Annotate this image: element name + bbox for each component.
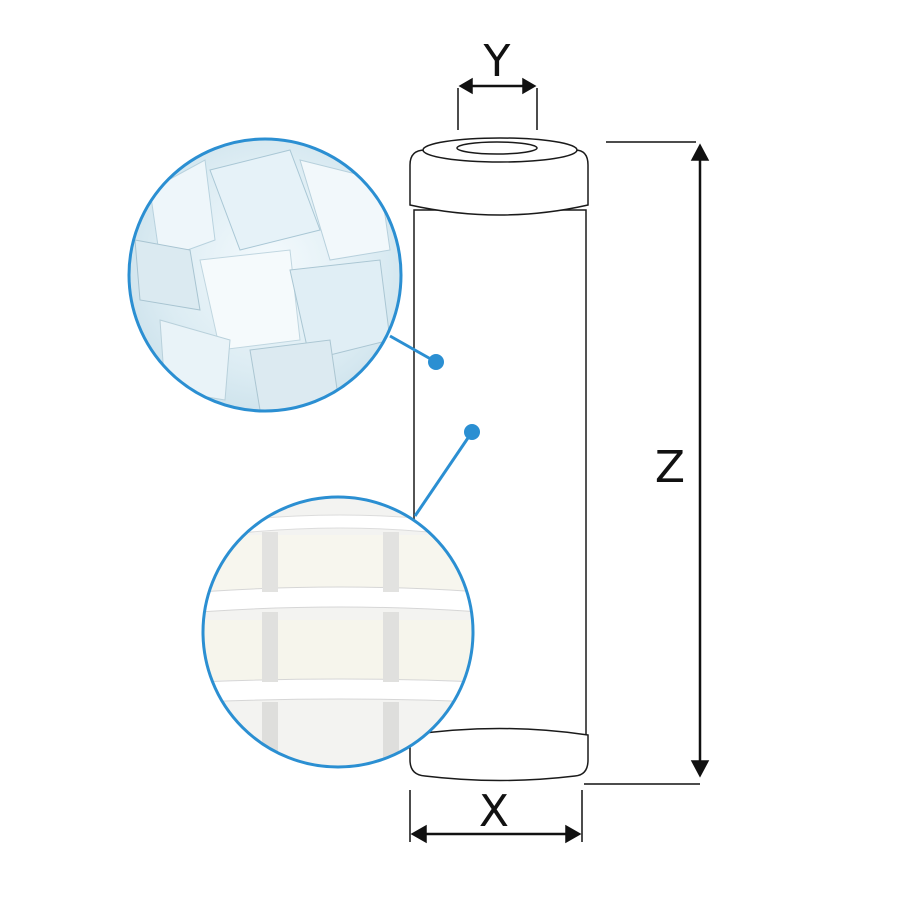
callout-media-frame xyxy=(127,137,403,413)
callout-media-dot xyxy=(428,354,444,370)
dimension-z xyxy=(584,141,710,785)
callout-mesh-dot xyxy=(464,424,480,440)
dimension-x xyxy=(409,790,583,844)
bottom-cap xyxy=(409,727,589,782)
dimension-y-label: Y xyxy=(483,36,511,87)
outlet-port xyxy=(456,141,538,155)
callout-media xyxy=(127,137,444,413)
dimension-y xyxy=(457,77,538,130)
top-cap xyxy=(409,149,589,216)
dimension-x-label: X xyxy=(479,786,509,837)
callout-mesh-frame xyxy=(201,495,475,769)
dimension-z-label: Z xyxy=(655,442,685,493)
callout-mesh-leader xyxy=(413,431,474,517)
callout-media-leader xyxy=(389,334,437,364)
callout-mesh xyxy=(201,424,480,769)
